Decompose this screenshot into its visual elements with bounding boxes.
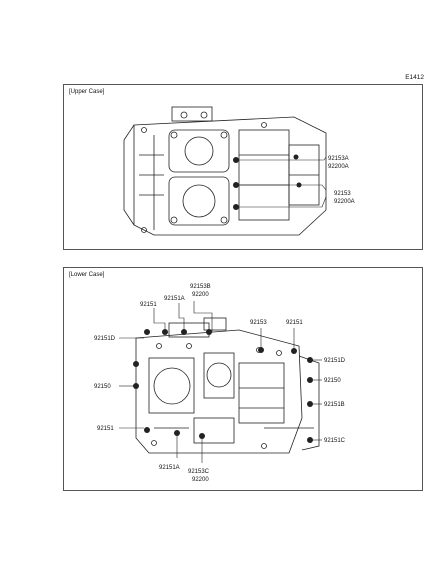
figure-code: E1412 xyxy=(405,74,424,81)
lower-label-92151b: 92151B xyxy=(324,402,345,408)
lower-label-92200-bottom: 92200 xyxy=(192,477,209,483)
lower-label-92151c: 92151C xyxy=(324,438,346,444)
lower-label-92151-top: 92151 xyxy=(140,302,157,308)
lower-case-panel: [Lower Case] xyxy=(63,267,423,491)
upper-label-92200a-2: 92200A xyxy=(334,199,355,205)
lower-label-92153-right: 92153 xyxy=(250,320,267,326)
lower-case-title: [Lower Case] xyxy=(69,272,105,278)
upper-case-title: [Upper Case] xyxy=(69,89,105,95)
lower-label-92151a-top: 92151A xyxy=(164,296,185,302)
lower-label-92151a-bottom: 92151A xyxy=(159,465,180,471)
lower-label-92153b: 92153B xyxy=(190,284,211,290)
lower-label-92150-left: 92150 xyxy=(94,384,111,390)
lower-label-92150-right: 92150 xyxy=(324,378,341,384)
lower-label-92151-left: 92151 xyxy=(97,426,114,432)
lower-label-92200-top: 92200 xyxy=(192,292,209,298)
upper-case-panel: [Upper Case] xyxy=(63,84,423,250)
upper-case-diagram: 92153A 92200A 92153 92200A xyxy=(123,106,355,236)
lower-label-92151d-right: 92151D xyxy=(324,358,346,364)
upper-label-92153: 92153 xyxy=(334,191,351,197)
upper-label-92153a: 92153A xyxy=(328,156,349,162)
upper-label-92200a-1: 92200A xyxy=(328,164,349,170)
lower-label-92151-right: 92151 xyxy=(286,320,303,326)
lower-case-diagram: 92153B 92200 92151 92151A 92151D 92150 9… xyxy=(94,284,346,483)
lower-label-92153c: 92153C xyxy=(188,469,210,475)
lower-label-92151d-left: 92151D xyxy=(94,336,116,342)
